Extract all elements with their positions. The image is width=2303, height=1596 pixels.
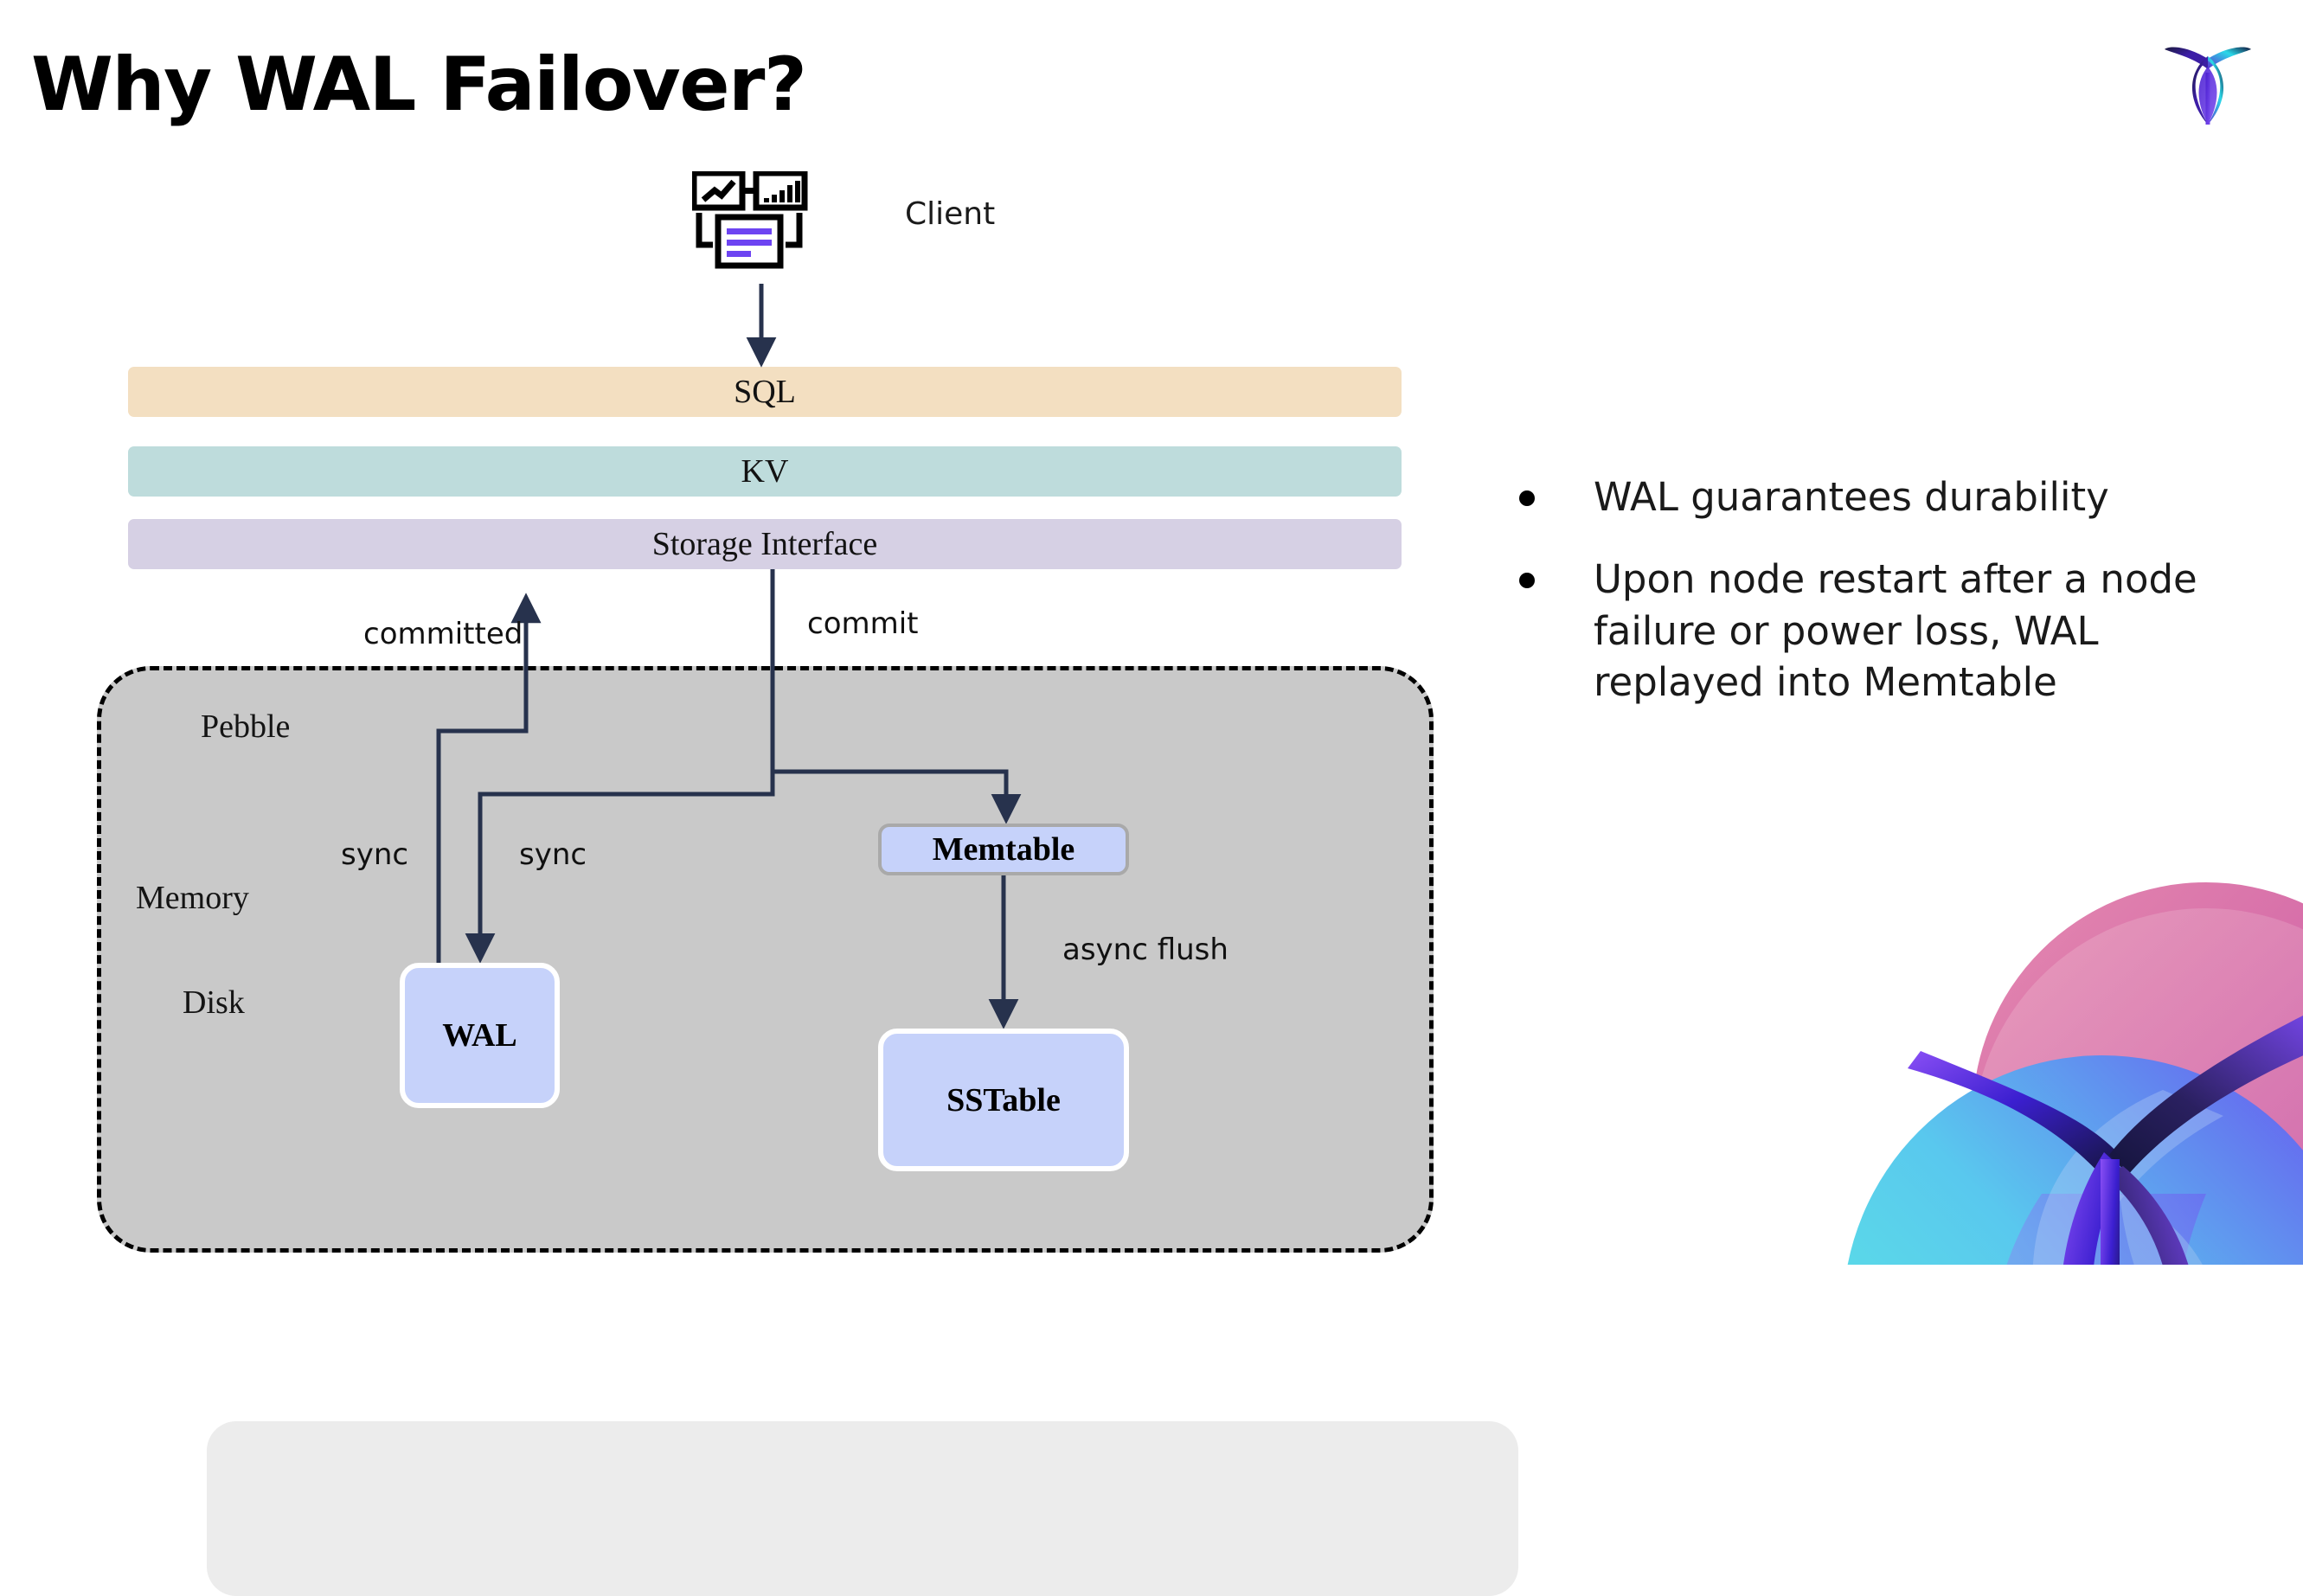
page-title: Why WAL Failover? [31,42,807,128]
store-box-sstable-label: SSTable [946,1081,1061,1118]
bullet-dot-icon [1519,490,1535,506]
edge-label-commit: commit [807,606,919,641]
memory-region [207,1421,1518,1596]
edge-label-sync-2: sync [519,837,587,872]
cockroach-logo-icon [2156,28,2260,131]
disk-label: Disk [183,984,245,1021]
decorative-gradient-circles [1756,830,2303,1265]
bullet-dot-icon [1519,573,1535,589]
list-item: WAL guarantees durability [1519,471,2255,522]
store-box-sstable: SSTable [878,1029,1129,1171]
edge-label-async-flush: async flush [1062,933,1228,967]
layer-bar-storage-interface: Storage Interface [128,519,1402,569]
bullet-text: Upon node restart after a node failure o… [1594,556,2197,706]
store-box-wal-label: WAL [442,1017,517,1054]
client-dashboard-icon [690,170,831,284]
layer-bar-sql: SQL [128,367,1402,417]
pebble-container [97,666,1518,1596]
layer-bar-storage-interface-label: Storage Interface [651,526,878,562]
store-box-memtable-label: Memtable [932,831,1075,868]
layer-bar-sql-label: SQL [734,374,796,410]
memory-label: Memory [136,880,249,916]
layer-bar-kv: KV [128,446,1402,497]
bullet-list: WAL guarantees durability Upon node rest… [1519,471,2255,740]
store-box-memtable: Memtable [878,824,1129,875]
layer-bar-kv-label: KV [741,453,789,490]
edge-label-committed: committed [363,617,523,651]
pebble-label: Pebble [201,708,291,745]
architecture-diagram: Client SQL KV Storage Interface Pebble M… [97,170,1518,1596]
edge-label-sync-1: sync [341,837,409,872]
store-box-wal: WAL [400,963,560,1108]
list-item: Upon node restart after a node failure o… [1519,554,2255,708]
client-label: Client [905,196,996,232]
bullet-text: WAL guarantees durability [1594,474,2109,520]
